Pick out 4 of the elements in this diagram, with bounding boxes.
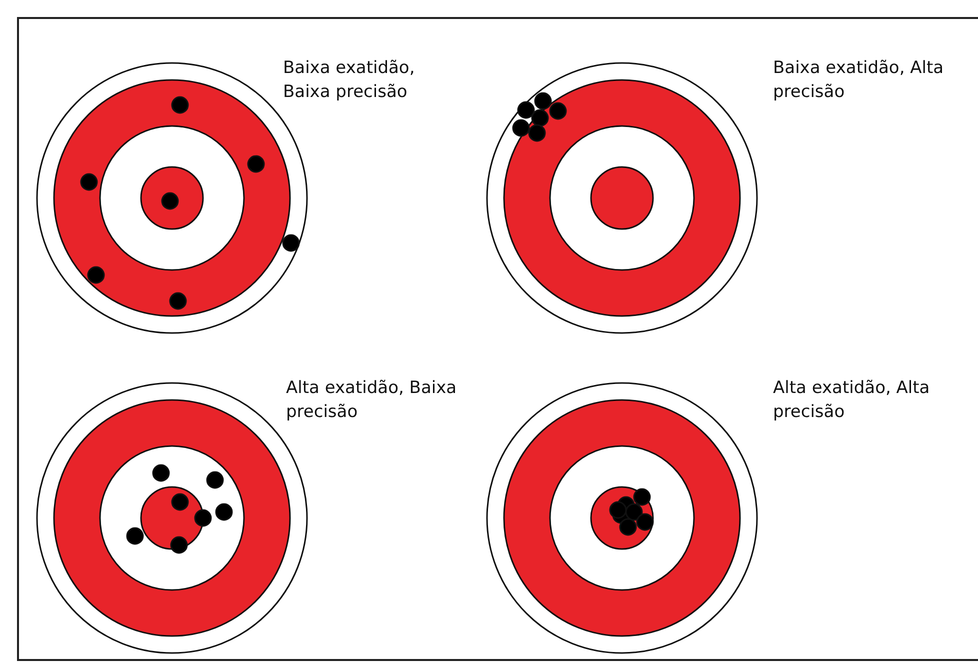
- target-caption: Alta exatidão, Baixa precisão: [286, 377, 458, 424]
- target-caption: Alta exatidão, Alta precisão: [773, 377, 931, 424]
- target-caption: Baixa exatidão, Baixa precisão: [283, 57, 416, 104]
- target-caption: Baixa exatidão, Alta precisão: [773, 57, 945, 104]
